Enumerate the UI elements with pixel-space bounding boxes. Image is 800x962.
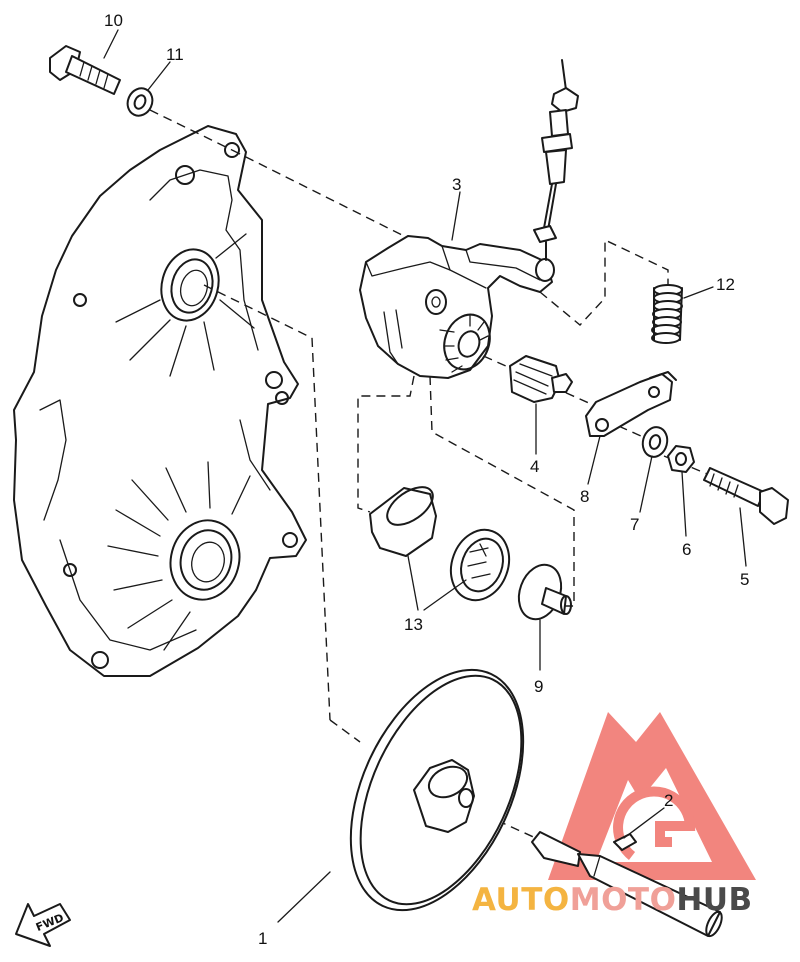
callout-9: 9 <box>534 677 543 696</box>
callout-8: 8 <box>580 487 589 506</box>
callout-4: 4 <box>530 457 539 476</box>
callout-1: 1 <box>258 929 267 948</box>
leader-lines <box>103 29 747 923</box>
callout-12: 12 <box>716 275 735 294</box>
callout-2: 2 <box>664 791 673 810</box>
part-5-bolt <box>703 467 789 525</box>
drive-shaft <box>531 831 723 938</box>
control-cable <box>533 59 579 261</box>
callout-11: 11 <box>166 45 184 64</box>
callout-6: 6 <box>682 540 691 559</box>
part-1-pulley <box>349 668 525 912</box>
part-8-lever <box>585 371 677 437</box>
callout-10: 10 <box>104 11 123 30</box>
part-6-nut <box>667 445 695 473</box>
fwd-direction-arrow: FWD <box>15 903 71 947</box>
callout-labels: 10 11 3 12 4 8 7 6 5 13 9 2 1 <box>104 11 749 948</box>
callout-13: 13 <box>404 615 423 634</box>
brand-part-moto: MOTO <box>570 882 677 918</box>
callout-3: 3 <box>452 175 461 194</box>
part-10-bolt <box>49 45 121 95</box>
callout-7: 7 <box>630 515 639 534</box>
watermark-logo <box>548 712 756 880</box>
crankcase-cover <box>13 125 307 677</box>
brand-part-auto: AUTO <box>472 882 570 918</box>
watermark-brand-text: AUTOMOTOHUB <box>472 882 753 918</box>
part-9-plunger <box>517 563 572 621</box>
brand-part-hub: HUB <box>676 882 752 918</box>
part-12-spring <box>651 284 683 344</box>
part-2-key <box>613 833 637 851</box>
part-13-seals <box>369 486 511 602</box>
assembly-lines <box>149 109 713 841</box>
part-3-housing <box>359 235 555 379</box>
part-7-washer <box>641 426 669 458</box>
callout-5: 5 <box>740 570 749 589</box>
part-4-adjuster <box>509 355 573 403</box>
part-11-washer <box>126 87 154 117</box>
